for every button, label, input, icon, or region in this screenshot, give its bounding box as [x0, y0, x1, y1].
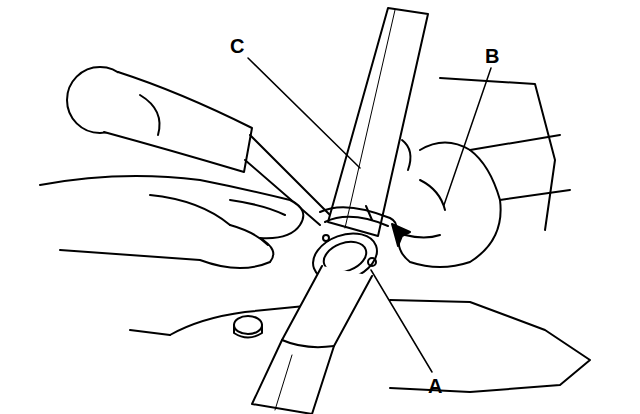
left-hand-part	[40, 176, 303, 268]
lower-tube-part	[275, 355, 292, 410]
bolt-head-part	[234, 316, 262, 334]
socket-collar-part	[368, 258, 376, 266]
leader-lines-part	[248, 58, 360, 168]
right-hand-part	[500, 190, 570, 200]
bolt-head	[234, 316, 262, 338]
housing-outline-part	[130, 330, 170, 335]
part-letter: C	[230, 36, 244, 56]
part-letter: A	[428, 376, 442, 396]
leader-lines-part	[444, 68, 491, 205]
part-letter: B	[485, 46, 499, 66]
socket-collar-part	[323, 235, 329, 241]
lower-tube-part	[282, 340, 334, 347]
right-hand	[399, 135, 570, 267]
retaining-clip	[320, 206, 396, 230]
right-hand-part	[470, 135, 560, 150]
left-hand-part	[230, 200, 285, 215]
left-hand-part	[230, 225, 268, 245]
left-hand-part	[150, 195, 230, 225]
direction-arrow	[392, 224, 410, 246]
housing-outline-part	[390, 300, 590, 392]
direction-arrow-part	[392, 224, 410, 246]
hammer-part	[104, 72, 252, 172]
right-hand-part	[405, 235, 440, 238]
lower-tube-part	[252, 266, 372, 414]
retaining-clip-part	[325, 217, 388, 226]
upper-tube-part	[345, 10, 395, 228]
upper-tube-part	[402, 140, 410, 170]
retaining-clip-part	[320, 207, 396, 230]
hammer-part	[140, 95, 160, 135]
left-hand	[40, 176, 303, 268]
right-hand-part	[420, 180, 445, 210]
retaining-clip-part	[366, 206, 372, 220]
right-hand-part	[399, 143, 501, 268]
housing-outline-part	[170, 306, 305, 335]
leader-lines	[248, 58, 491, 372]
bolt-head-part	[234, 325, 262, 338]
lower-tube	[252, 266, 372, 414]
leader-lines-part	[371, 270, 432, 372]
